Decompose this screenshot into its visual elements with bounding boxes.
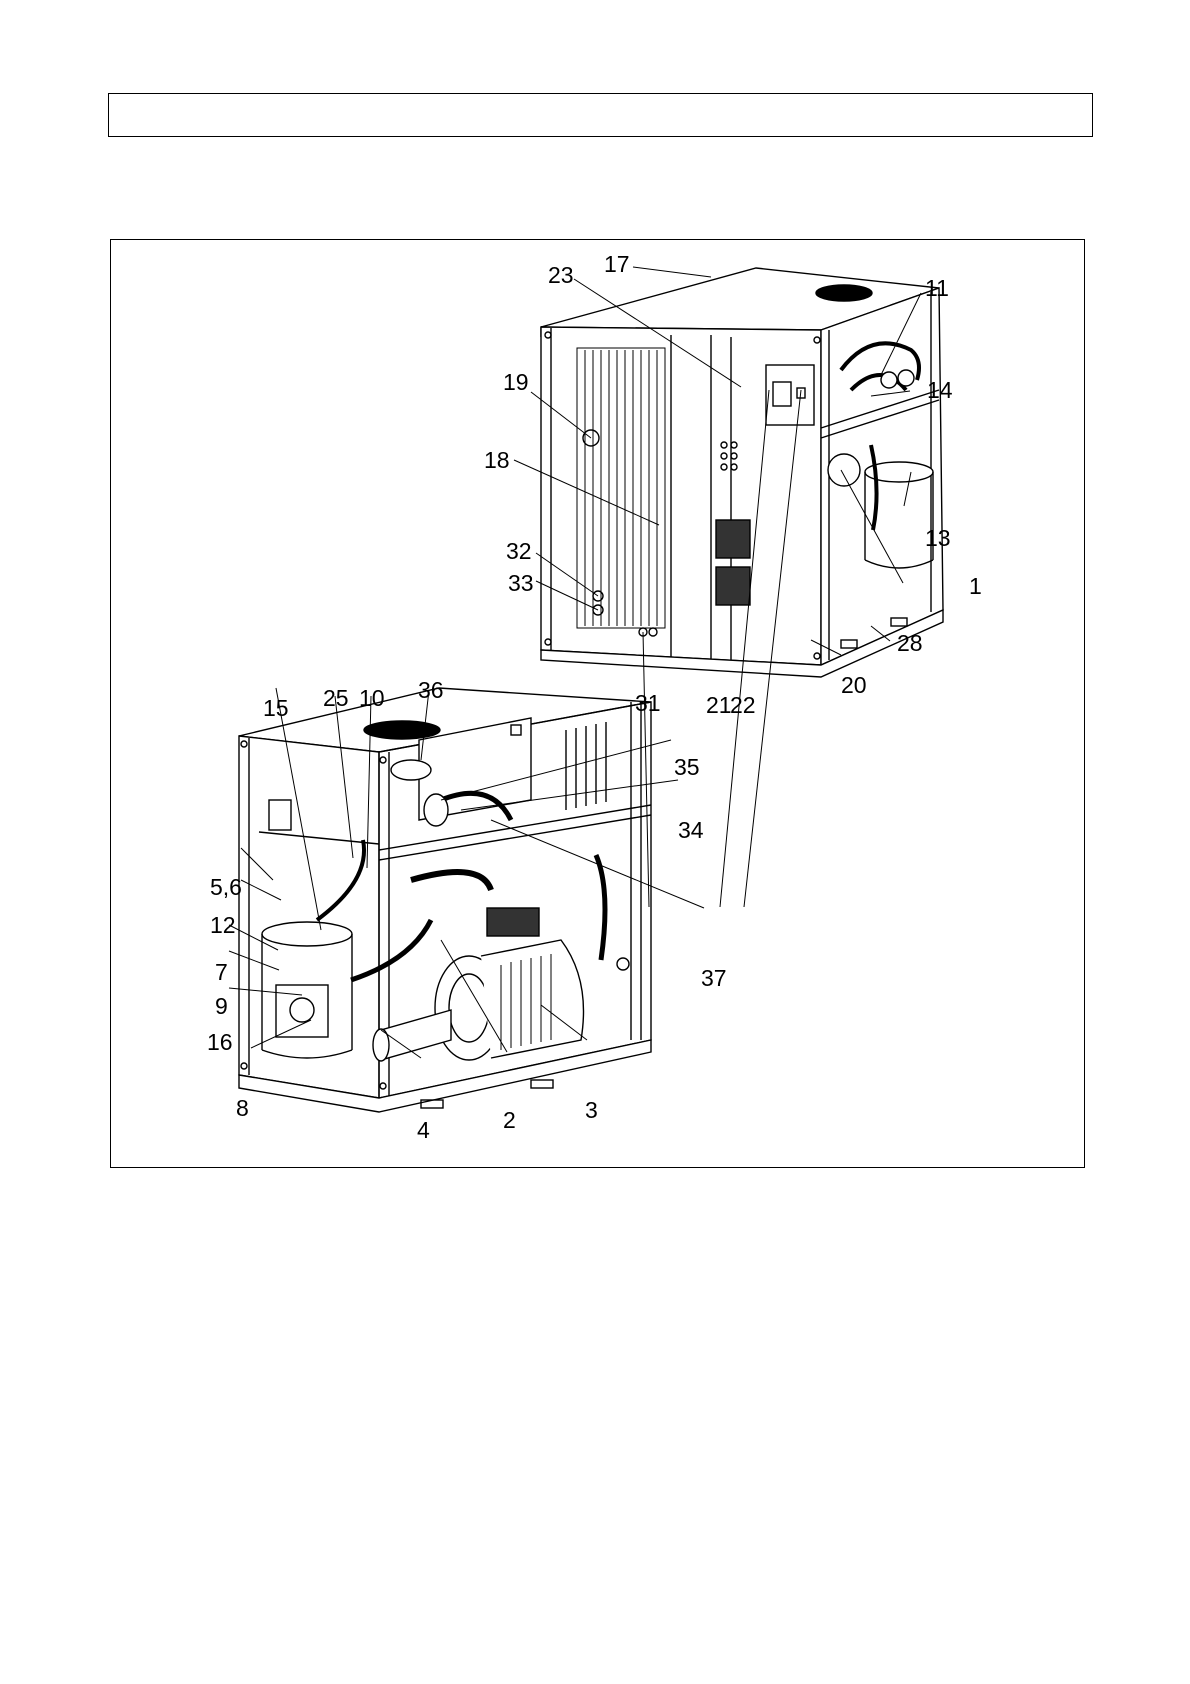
callout-25: 25 bbox=[323, 685, 349, 711]
callout-7: 7 bbox=[215, 959, 228, 985]
callout-2: 2 bbox=[503, 1107, 516, 1133]
callout-31: 31 bbox=[635, 690, 661, 716]
callout-32: 32 bbox=[506, 538, 532, 564]
callout-10: 10 bbox=[359, 685, 385, 711]
upper-unit-drawing bbox=[541, 268, 943, 677]
callout-17: 17 bbox=[604, 251, 630, 277]
callout-20: 20 bbox=[841, 672, 867, 698]
header-box bbox=[108, 93, 1093, 137]
callout-12: 12 bbox=[210, 912, 236, 938]
compressor-diagram: 17 23 11 19 14 18 13 32 1 33 28 20 31 21… bbox=[111, 240, 1085, 1168]
cooler-grille bbox=[577, 348, 665, 628]
callout-9: 9 bbox=[215, 993, 228, 1019]
callout-36: 36 bbox=[418, 677, 444, 703]
callout-5-6: 5,6 bbox=[210, 874, 242, 900]
callout-34: 34 bbox=[678, 817, 704, 843]
callout-21: 21 bbox=[706, 692, 732, 718]
callout-35: 35 bbox=[674, 754, 700, 780]
callout-4: 4 bbox=[417, 1117, 430, 1143]
callout-37: 37 bbox=[701, 965, 727, 991]
figure-frame: 17 23 11 19 14 18 13 32 1 33 28 20 31 21… bbox=[110, 239, 1085, 1168]
callout-18: 18 bbox=[484, 447, 510, 473]
lower-unit-drawing bbox=[239, 688, 651, 1112]
callout-14: 14 bbox=[927, 377, 953, 403]
callout-1: 1 bbox=[969, 573, 982, 599]
callout-33: 33 bbox=[508, 570, 534, 596]
callout-15: 15 bbox=[263, 695, 289, 721]
callout-23: 23 bbox=[548, 262, 574, 288]
callout-28: 28 bbox=[897, 630, 923, 656]
callout-19: 19 bbox=[503, 369, 529, 395]
callout-22: 22 bbox=[730, 692, 756, 718]
callout-13: 13 bbox=[925, 525, 951, 551]
callout-3: 3 bbox=[585, 1097, 598, 1123]
callout-16: 16 bbox=[207, 1029, 233, 1055]
callout-11: 11 bbox=[925, 275, 949, 301]
callout-8: 8 bbox=[236, 1095, 249, 1121]
